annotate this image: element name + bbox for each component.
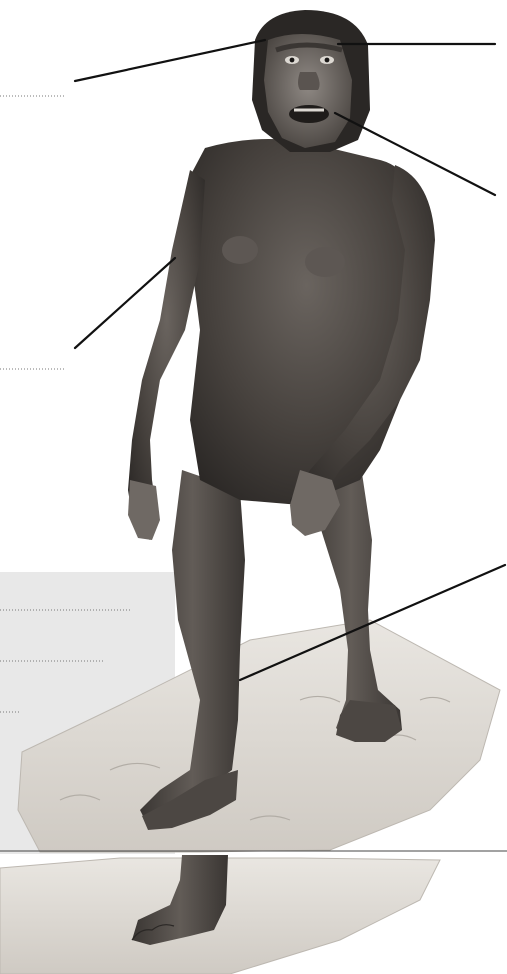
left-hand xyxy=(128,480,160,540)
leader-line-1 xyxy=(75,40,265,81)
torso xyxy=(188,139,425,505)
right-foot xyxy=(336,700,402,742)
chest-left xyxy=(222,236,258,264)
mouth xyxy=(289,105,329,123)
left-pupil xyxy=(290,58,295,63)
chest-right xyxy=(305,247,345,277)
nose xyxy=(298,72,320,90)
right-pupil xyxy=(325,58,330,63)
